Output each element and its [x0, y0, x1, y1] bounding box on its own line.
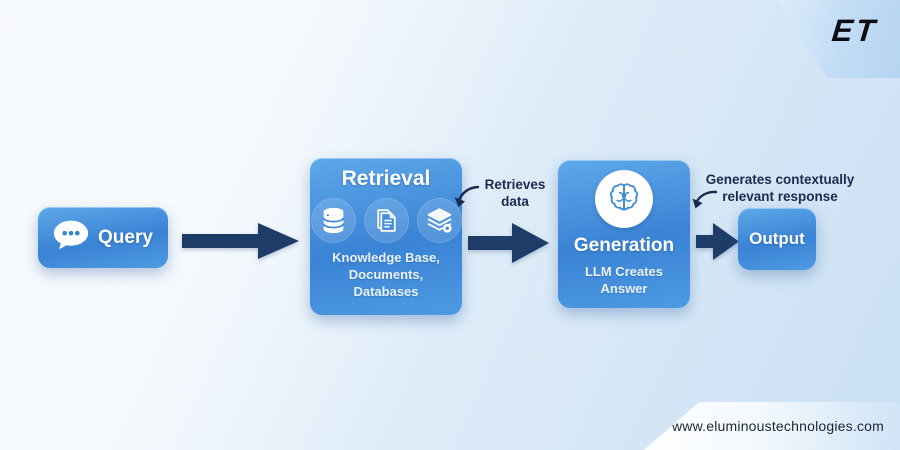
- documents-icon: [363, 198, 409, 243]
- arrow-query-to-retrieval: [182, 223, 299, 259]
- retrieval-icon-row: [310, 198, 462, 243]
- company-logo: ET: [830, 13, 880, 48]
- query-node: Query: [38, 207, 168, 268]
- generation-node: Generation LLM Creates Answer: [558, 160, 690, 308]
- retrieval-subtitle: Knowledge Base, Documents, Databases: [332, 250, 440, 299]
- curved-arrow-generates: [692, 190, 718, 209]
- retrieves-data-note: Retrieves data: [484, 177, 546, 210]
- generation-subtitle: LLM Creates Answer: [584, 264, 664, 296]
- layers-icon: [416, 198, 462, 243]
- brain-icon: [595, 170, 653, 228]
- curved-arrow-retrieves: [454, 185, 480, 207]
- arrow-retrieval-to-generation: [468, 223, 549, 263]
- arrow-generation-to-output: [696, 223, 739, 260]
- generation-title: Generation: [573, 235, 675, 256]
- chat-bubble-icon: [53, 219, 89, 256]
- generates-response-note: Generates contextually relevant response: [705, 172, 855, 205]
- database-icon: [310, 198, 356, 243]
- query-label: Query: [98, 226, 153, 248]
- output-label: Output: [749, 229, 805, 248]
- bottom-right-corner-band: www.eluminoustechnologies.com: [643, 402, 900, 450]
- output-node: Output: [738, 208, 816, 270]
- retrieval-node: Retrieval: [310, 158, 462, 315]
- retrieval-title: Retrieval: [341, 167, 431, 190]
- website-url: www.eluminoustechnologies.com: [671, 418, 884, 434]
